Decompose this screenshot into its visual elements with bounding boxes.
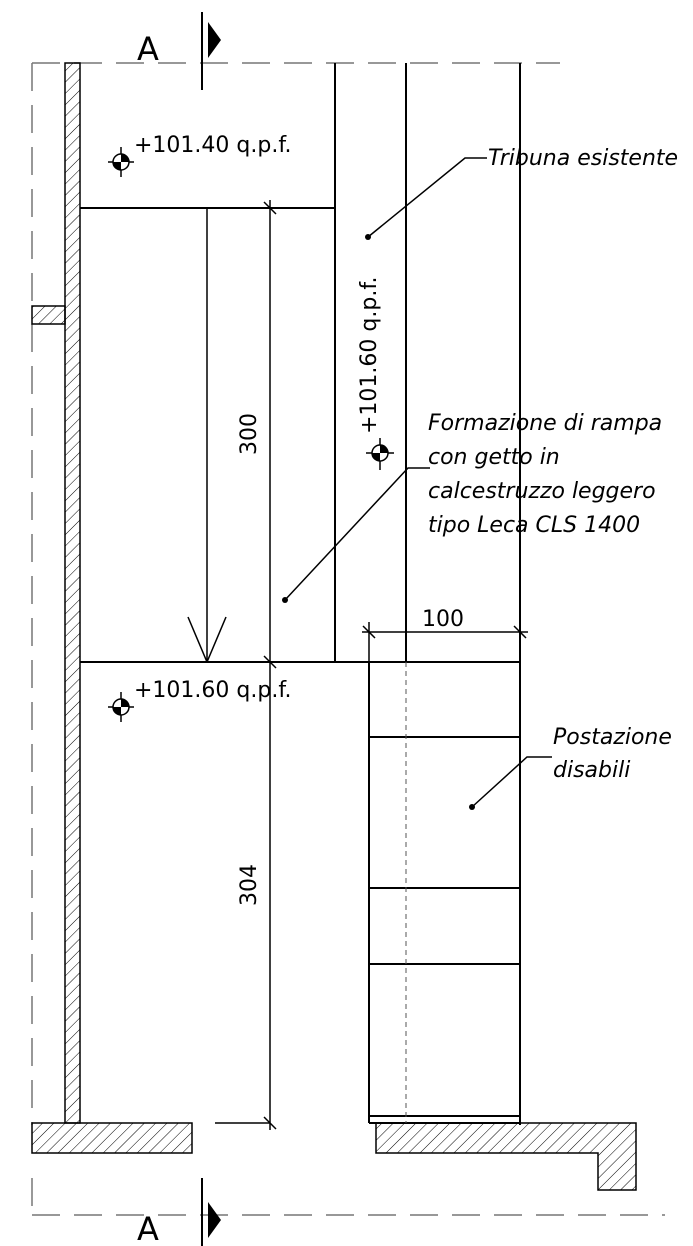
level-marker-icon (108, 692, 134, 722)
section-marker-bottom (201, 1178, 221, 1246)
note-rampa-line: tipo Leca CLS 1400 (428, 513, 640, 538)
section-marker-top (201, 12, 221, 90)
section-outline (31, 62, 665, 1216)
dimension-100: 100 (422, 607, 464, 632)
level-ramp-label: +101.60 q.p.f. (357, 277, 382, 434)
note-rampa-line: con getto in (428, 445, 560, 470)
level-marker-icon (108, 147, 134, 177)
dimension-lines (215, 200, 528, 1130)
note-postazione: Postazione disabili (553, 725, 672, 783)
dimension-300: 300 (237, 413, 262, 455)
leader-lines (282, 157, 552, 810)
dimension-304: 304 (237, 864, 262, 906)
note-rampa-line: calcestruzzo leggero (428, 479, 656, 504)
section-label-bottom: A (137, 1210, 159, 1246)
level-lower-label: +101.60 q.p.f. (134, 678, 291, 703)
plan-lines (80, 63, 521, 1125)
level-marker-icon (366, 438, 394, 470)
section-label-top: A (137, 30, 159, 68)
wall-stub (31, 305, 66, 325)
note-tribuna: Tribuna esistente (488, 146, 678, 171)
note-rampa: Formazione di rampa con getto in calcest… (428, 411, 662, 538)
bottom-left-wall (31, 1122, 193, 1154)
hatched-walls (31, 62, 637, 1191)
note-rampa-line: Formazione di rampa (428, 411, 662, 436)
note-postazione-line: Postazione (553, 725, 672, 750)
level-upper-label: +101.40 q.p.f. (134, 133, 291, 158)
bottom-right-wall (375, 1122, 637, 1191)
left-wall (64, 62, 81, 1124)
ramp-slope-arrow (187, 208, 227, 663)
note-postazione-line: disabili (553, 758, 630, 783)
